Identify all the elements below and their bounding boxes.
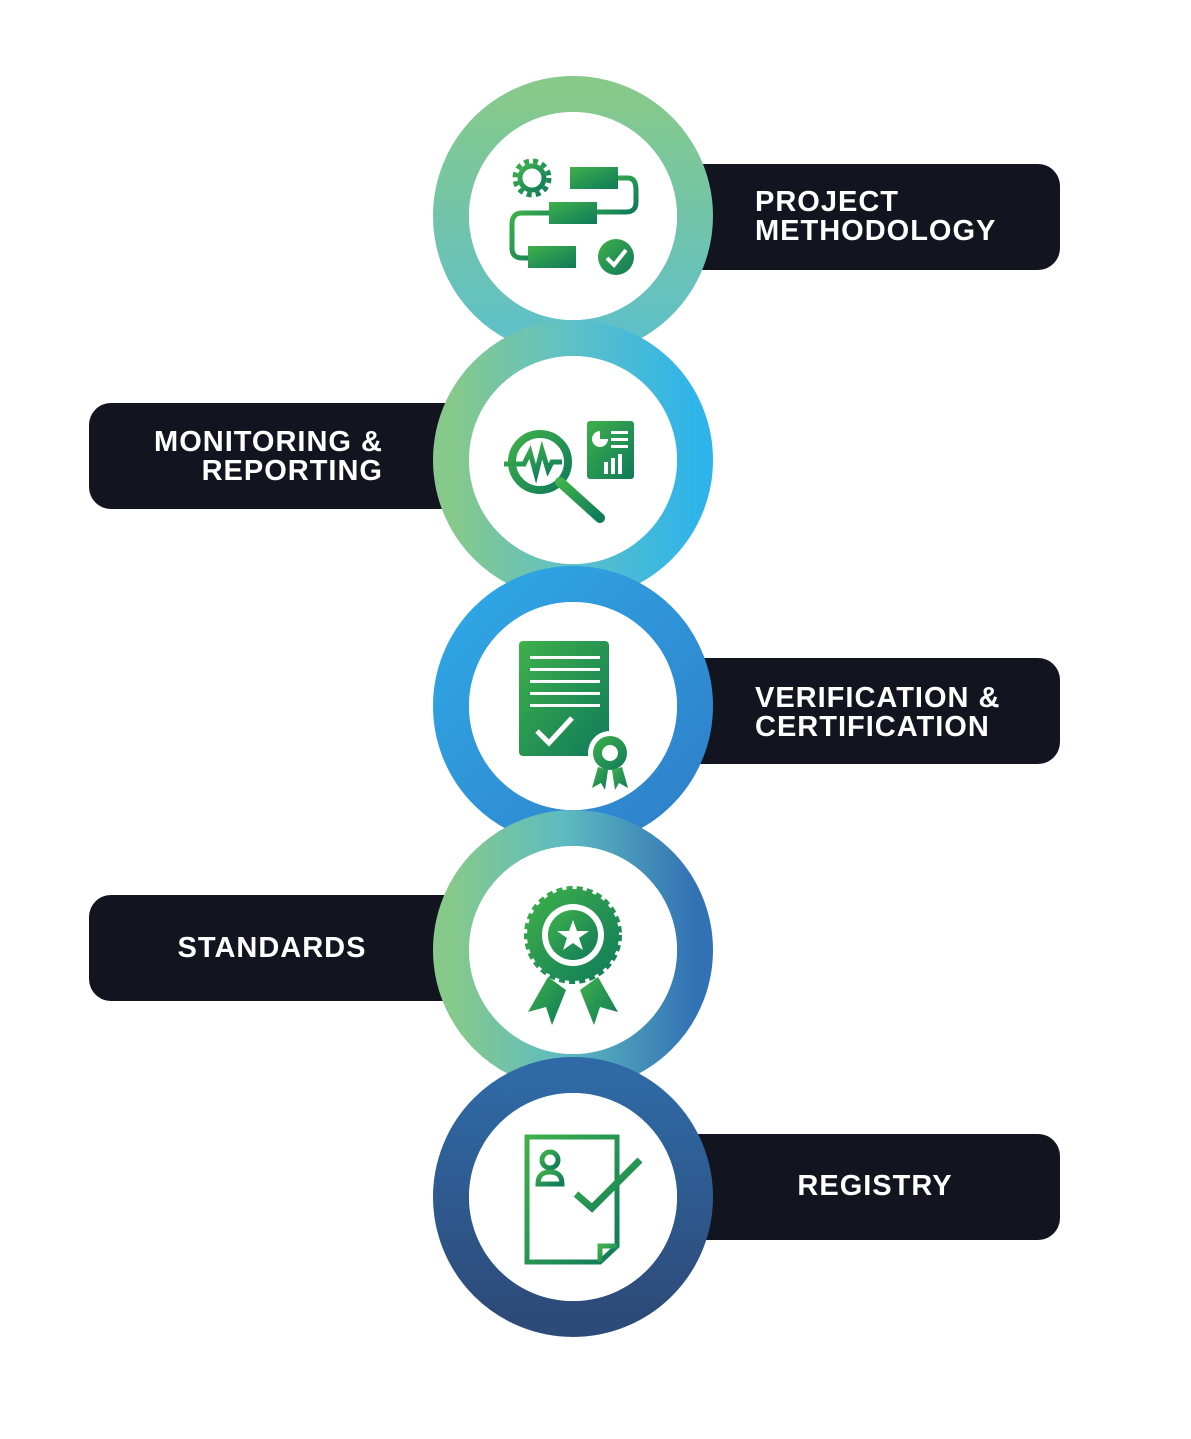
step-pill-project-methodology xyxy=(655,164,1060,270)
step-pill-verification-certification xyxy=(655,658,1060,764)
certificate-icon xyxy=(519,641,632,790)
registry-document-icon xyxy=(524,1134,643,1265)
step-label-registry: REGISTRY xyxy=(797,1170,953,1202)
step-pill-standards xyxy=(89,895,499,1001)
step-label-project-methodology: PROJECT METHODOLOGY xyxy=(755,186,997,247)
step-label-standards: STANDARDS xyxy=(177,932,367,964)
step-pill-registry xyxy=(655,1134,1060,1240)
step-pill-monitoring-reporting xyxy=(89,403,499,509)
step-label-verification-certification: VERIFICATION & CERTIFICATION xyxy=(755,682,1001,743)
step-label-monitoring-reporting: MONITORING & REPORTING xyxy=(154,426,383,487)
award-rosette-icon xyxy=(524,886,622,1025)
process-flow-icon xyxy=(509,158,639,275)
magnifier-report-icon xyxy=(504,421,634,523)
